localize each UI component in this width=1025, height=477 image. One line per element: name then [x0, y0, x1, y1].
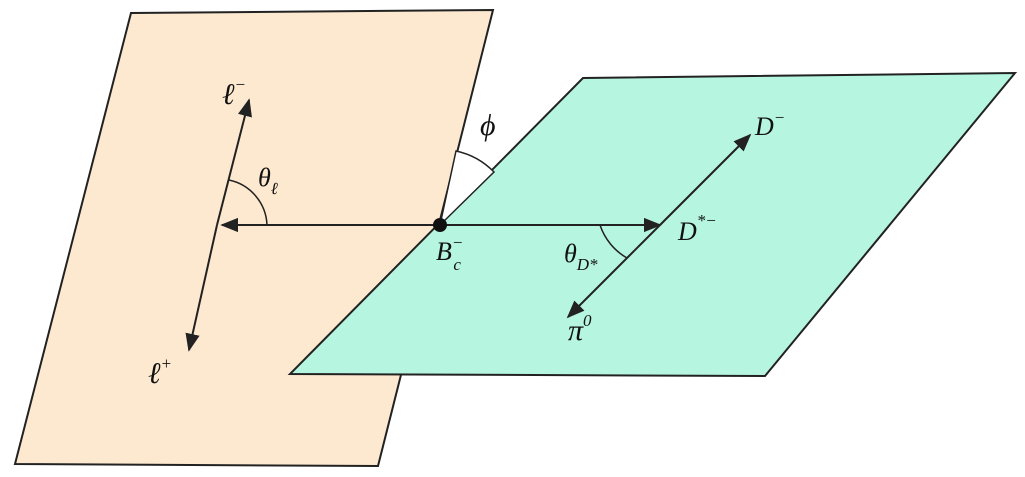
- label-pi0: π0: [568, 311, 592, 347]
- theta-l-arc: [228, 179, 268, 226]
- pi0-arrow: [566, 224, 661, 319]
- phi-angle-wedge: [438, 150, 496, 228]
- theta-dstar-arc: [599, 224, 628, 259]
- label-l-minus: ℓ−: [222, 75, 246, 111]
- label-theta-l: θℓ: [258, 163, 278, 198]
- lepton-plane: [13, 8, 495, 468]
- label-bc: B−c: [436, 233, 463, 274]
- label-d-minus: D−: [754, 108, 785, 141]
- d-minus-arrow: [659, 133, 752, 226]
- label-phi: ϕ: [480, 109, 496, 142]
- bc-vertex-dot: [433, 218, 447, 232]
- label-l-plus: ℓ+: [148, 354, 172, 390]
- lepton-minus-arrow: [216, 98, 252, 226]
- lepton-plus-arrow: [185, 224, 218, 352]
- label-dstar: D*−: [677, 211, 717, 246]
- label-theta-dstar: θD*: [564, 239, 598, 274]
